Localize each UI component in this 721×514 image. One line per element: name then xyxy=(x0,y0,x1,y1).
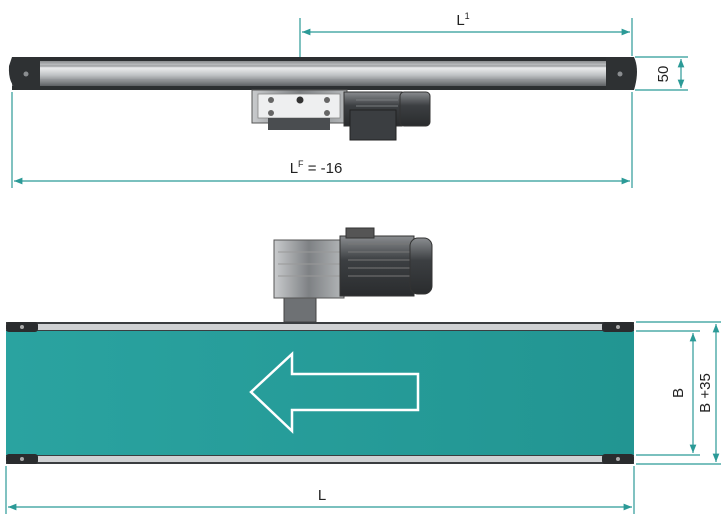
side-rail xyxy=(8,57,637,90)
dim-b35-label: B +35 xyxy=(697,373,714,413)
conveyor-belt xyxy=(6,322,634,464)
dim-lf-superscript: F xyxy=(298,159,304,169)
dimension-lf: LF = -16 xyxy=(11,92,633,188)
dim-b-label: B xyxy=(670,388,687,398)
direction-arrow-icon xyxy=(249,351,420,434)
top-view: B B +35 L xyxy=(5,227,721,514)
svg-text:LF = -16: LF = -16 xyxy=(290,159,343,177)
dim-height-label: 50 xyxy=(655,66,672,83)
dim-lf-label: L xyxy=(290,160,298,177)
dimension-b: B xyxy=(636,330,700,456)
dim-l1-superscript: 1 xyxy=(465,11,470,21)
side-view: L1 50 xyxy=(8,11,688,188)
dim-l1-label: L xyxy=(456,12,464,29)
dimension-b35: B +35 xyxy=(636,321,721,465)
dimension-height: 50 xyxy=(635,56,688,91)
dim-l-label: L xyxy=(318,487,326,504)
top-drive-unit xyxy=(273,227,433,323)
dim-lf-value: = -16 xyxy=(304,160,343,177)
svg-text:L1: L1 xyxy=(456,11,469,29)
side-drive-unit xyxy=(251,89,431,141)
dimension-l: L xyxy=(5,466,635,514)
